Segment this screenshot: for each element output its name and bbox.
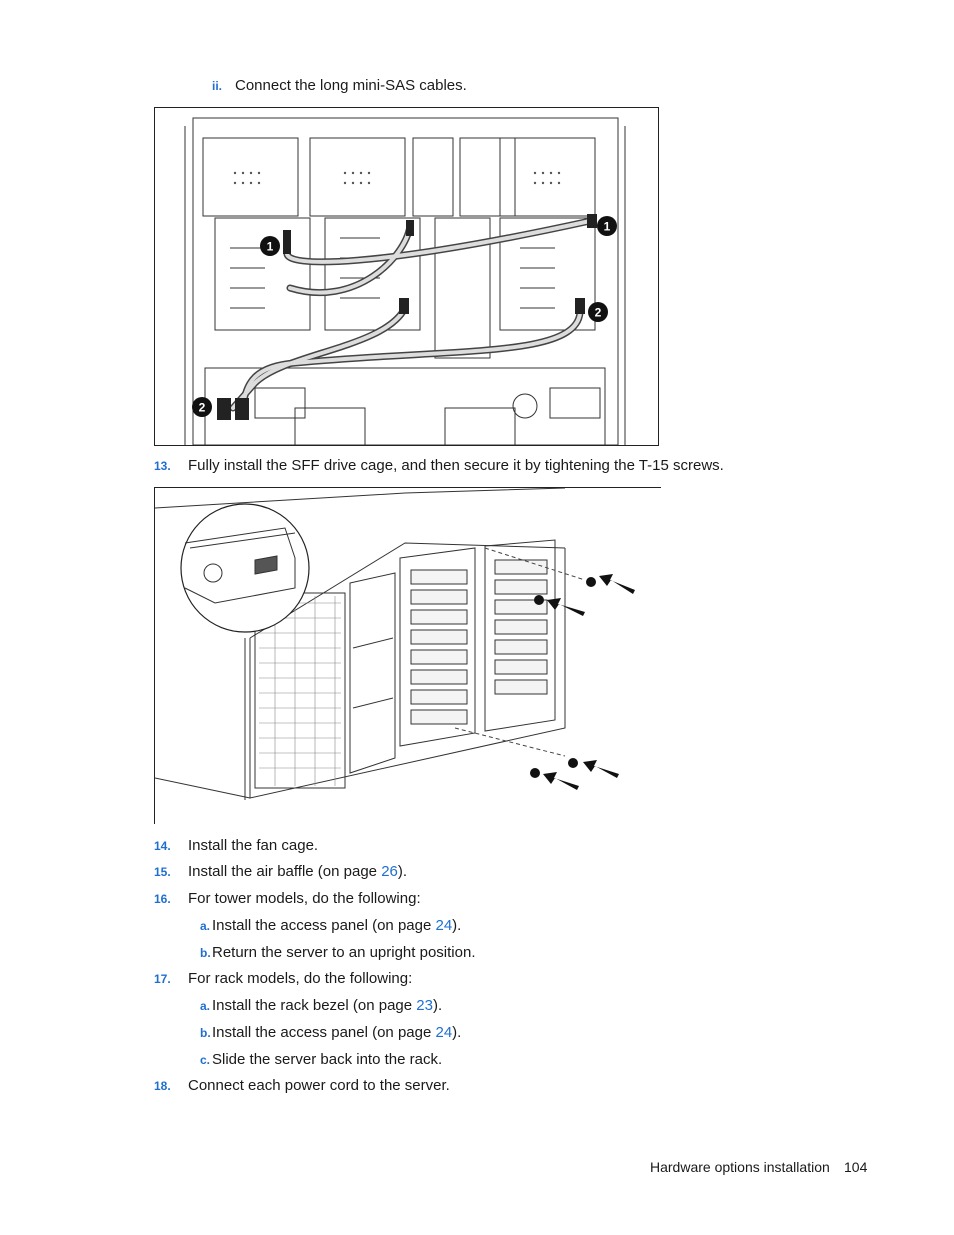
step-text: Install the access panel (on page xyxy=(212,917,436,934)
step-marker: b. xyxy=(200,1026,211,1040)
figure-sff-drive-cage xyxy=(154,487,661,824)
step-text: For tower models, do the following: xyxy=(188,890,421,907)
footer-section-title: Hardware options installation xyxy=(650,1159,830,1175)
step-17a: a.Install the rack bezel (on page 23). xyxy=(200,997,442,1015)
step-14: 14. Install the fan cage. xyxy=(154,837,318,855)
step-marker: 16. xyxy=(154,892,171,906)
step-marker: a. xyxy=(200,999,211,1013)
callout-1-left-icon: 1 xyxy=(260,236,280,256)
callout-1-right-icon: 1 xyxy=(597,216,617,236)
step-text: Install the access panel (on page xyxy=(212,1024,436,1041)
step-15: 15. Install the air baffle (on page 26). xyxy=(154,863,407,881)
step-marker: 17. xyxy=(154,972,171,986)
step-17c: c.Slide the server back into the rack. xyxy=(200,1051,442,1069)
step-text: Return the server to an upright position… xyxy=(212,944,476,961)
step-ii: ii. Connect the long mini-SAS cables. xyxy=(212,77,467,95)
step-text: Install the air baffle (on page xyxy=(188,863,382,880)
step-text: Install the fan cage. xyxy=(188,837,319,854)
page-link-24[interactable]: 24 xyxy=(435,917,453,934)
step-marker: 14. xyxy=(154,839,171,853)
page-link-24[interactable]: 24 xyxy=(435,1024,453,1041)
step-text: Connect each power cord to the server. xyxy=(188,1077,450,1094)
step-17b: b.Install the access panel (on page 24). xyxy=(200,1024,461,1042)
footer-page-number: 104 xyxy=(844,1159,868,1175)
svg-text:1: 1 xyxy=(267,240,274,254)
step-marker: c. xyxy=(200,1053,211,1067)
step-text-end: ). xyxy=(432,997,443,1014)
svg-text:2: 2 xyxy=(199,401,206,415)
svg-text:2: 2 xyxy=(595,306,602,320)
step-marker: a. xyxy=(200,919,211,933)
step-13: 13. Fully install the SFF drive cage, and… xyxy=(154,457,724,475)
step-marker: ii. xyxy=(212,79,223,93)
page-link-23[interactable]: 23 xyxy=(416,997,433,1014)
page-link-26[interactable]: 26 xyxy=(381,863,398,880)
step-text-end: ). xyxy=(397,863,408,880)
step-17: 17. For rack models, do the following: xyxy=(154,970,412,988)
step-marker: 13. xyxy=(154,459,171,473)
step-text-end: ). xyxy=(452,917,462,934)
step-text: Install the rack bezel (on page xyxy=(212,997,417,1014)
step-marker: 15. xyxy=(154,865,171,879)
svg-text:1: 1 xyxy=(604,220,611,234)
figure-mini-sas-cabling: 1 1 2 2 xyxy=(154,107,659,446)
step-text: Fully install the SFF drive cage, and th… xyxy=(188,457,724,474)
callout-2-left-icon: 2 xyxy=(192,397,212,417)
step-16a: a.Install the access panel (on page 24). xyxy=(200,917,461,935)
step-text: Connect the long mini-SAS cables. xyxy=(235,77,467,94)
callout-2-right-icon: 2 xyxy=(588,302,608,322)
step-text: Slide the server back into the rack. xyxy=(212,1051,443,1068)
step-18: 18. Connect each power cord to the server… xyxy=(154,1077,450,1095)
step-16: 16. For tower models, do the following: xyxy=(154,890,421,908)
step-text-end: ). xyxy=(452,1024,462,1041)
step-marker: b. xyxy=(200,946,211,960)
step-16b: b.Return the server to an upright positi… xyxy=(200,944,475,962)
step-text: For rack models, do the following: xyxy=(188,970,413,987)
step-marker: 18. xyxy=(154,1079,171,1093)
